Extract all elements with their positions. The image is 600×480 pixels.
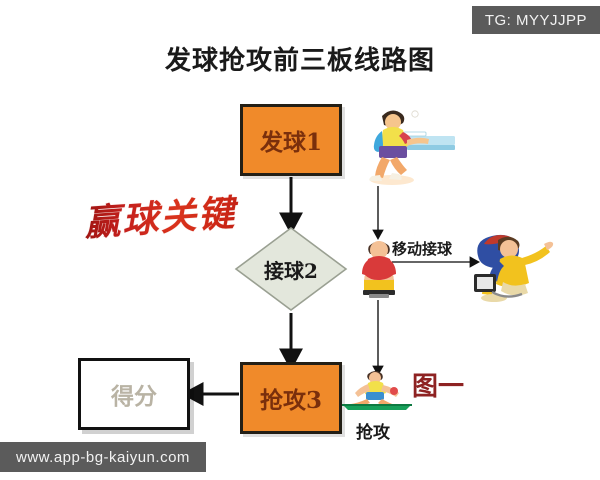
flow-node-receive-label: 接球2 — [264, 258, 318, 283]
flow-node-serve-label: 发球1 — [259, 129, 322, 156]
player-lunging-illustration — [474, 234, 554, 302]
flow-node-score-label: 得分 — [111, 383, 157, 410]
page-title: 发球抢攻前三板线路图 — [164, 46, 435, 76]
flow-node-score[interactable]: 得分 — [78, 358, 190, 430]
player-attacking-illustration — [342, 371, 412, 410]
tg-watermark-badge: TG: MYYJJPP — [471, 6, 600, 34]
player-ready-illustration — [362, 241, 396, 298]
player-serving-illustration — [369, 110, 455, 185]
flow-node-attack[interactable]: 抢攻3 — [240, 362, 342, 434]
flow-node-attack-label: 抢攻3 — [259, 387, 322, 414]
flow-node-receive[interactable]: 接球2 — [234, 226, 348, 312]
diamond-shape — [234, 227, 348, 311]
label-move-receive: 移动接球 — [392, 240, 453, 258]
label-figure-one: 图一 — [412, 372, 465, 402]
label-attack-caption: 抢攻 — [356, 423, 390, 443]
flow-node-serve[interactable]: 发球1 — [240, 104, 342, 176]
url-watermark-badge: www.app-bg-kaiyun.com — [0, 442, 206, 472]
